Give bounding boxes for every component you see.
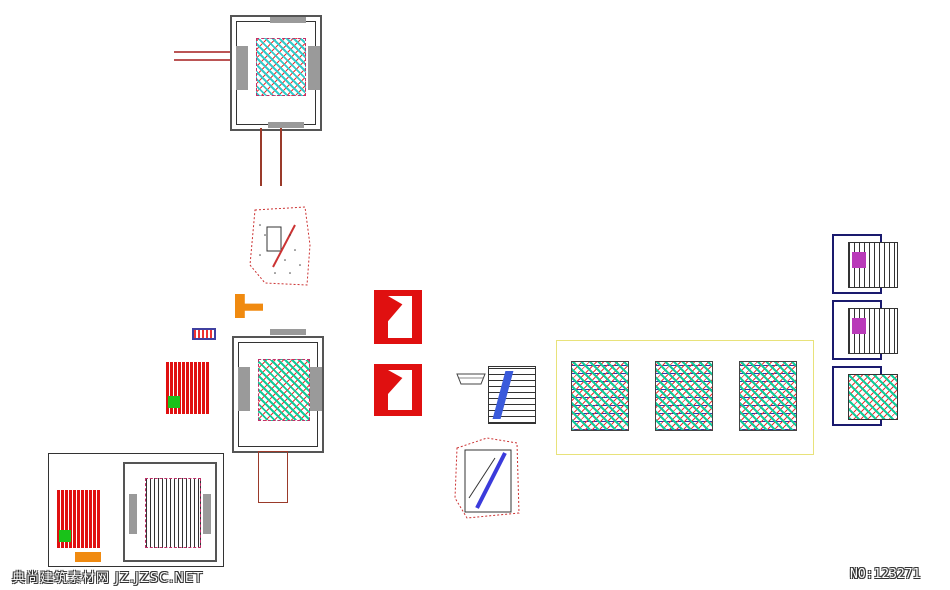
- plan-panel: [571, 361, 629, 431]
- small-detail-shape: [456, 373, 486, 385]
- sheet-core: [852, 318, 866, 334]
- red-section: [57, 490, 101, 548]
- sheet-plan: [848, 374, 898, 420]
- plan-wall-right: [308, 46, 320, 90]
- inner-plan-frame: [123, 462, 217, 562]
- bottom-left-composite: [48, 453, 224, 567]
- sheet-core: [852, 252, 866, 268]
- watermark-number: NO:123271: [850, 567, 921, 582]
- right-sheet-stack: [832, 234, 902, 428]
- elevation-opening: [388, 370, 412, 410]
- small-site-plan: [488, 366, 536, 424]
- plan-wall-top: [270, 329, 306, 335]
- sheet: [832, 234, 898, 294]
- red-section-left: [166, 362, 210, 414]
- parking-layout: [454, 437, 520, 519]
- site-outline-plan: [249, 206, 311, 286]
- orange-detail: [235, 294, 263, 318]
- plan-wall-left: [236, 46, 248, 90]
- green-block: [168, 396, 180, 408]
- plan-wall-top: [270, 17, 306, 23]
- plan-panel: [739, 361, 797, 431]
- line: [174, 51, 230, 53]
- red-elevation-upper: [374, 290, 422, 344]
- purple-legend: [192, 328, 216, 340]
- colored-plan-sheet: [556, 340, 814, 455]
- plan-wall-left: [238, 367, 250, 411]
- elevation-opening: [388, 296, 412, 338]
- plan-detail-area: [145, 478, 201, 548]
- plan-wall-right: [203, 494, 211, 534]
- plan-wall-right: [310, 367, 322, 411]
- plan-detail-area: [258, 359, 310, 421]
- plan-panel: [655, 361, 713, 431]
- line: [174, 59, 230, 61]
- plan-wall-left: [129, 494, 137, 534]
- orange-strip: [75, 552, 101, 562]
- sheet-plan: [848, 242, 898, 288]
- blue-path: [492, 371, 514, 419]
- green-block: [59, 530, 71, 542]
- line: [280, 128, 282, 186]
- line: [260, 128, 262, 186]
- watermark-site-name: 典尚建筑素材网 JZ.JZSC.NET: [12, 571, 204, 586]
- plan-frame: [232, 336, 324, 453]
- plan-detail-area: [256, 38, 306, 96]
- top-floor-plan: [170, 8, 340, 193]
- stair-column: [258, 451, 288, 503]
- sheet: [832, 366, 898, 426]
- red-elevation-lower: [374, 364, 422, 416]
- sheet: [832, 300, 898, 360]
- plan-frame: [230, 15, 322, 131]
- plan-wall-bottom: [268, 122, 304, 128]
- middle-floor-plan: [228, 323, 338, 508]
